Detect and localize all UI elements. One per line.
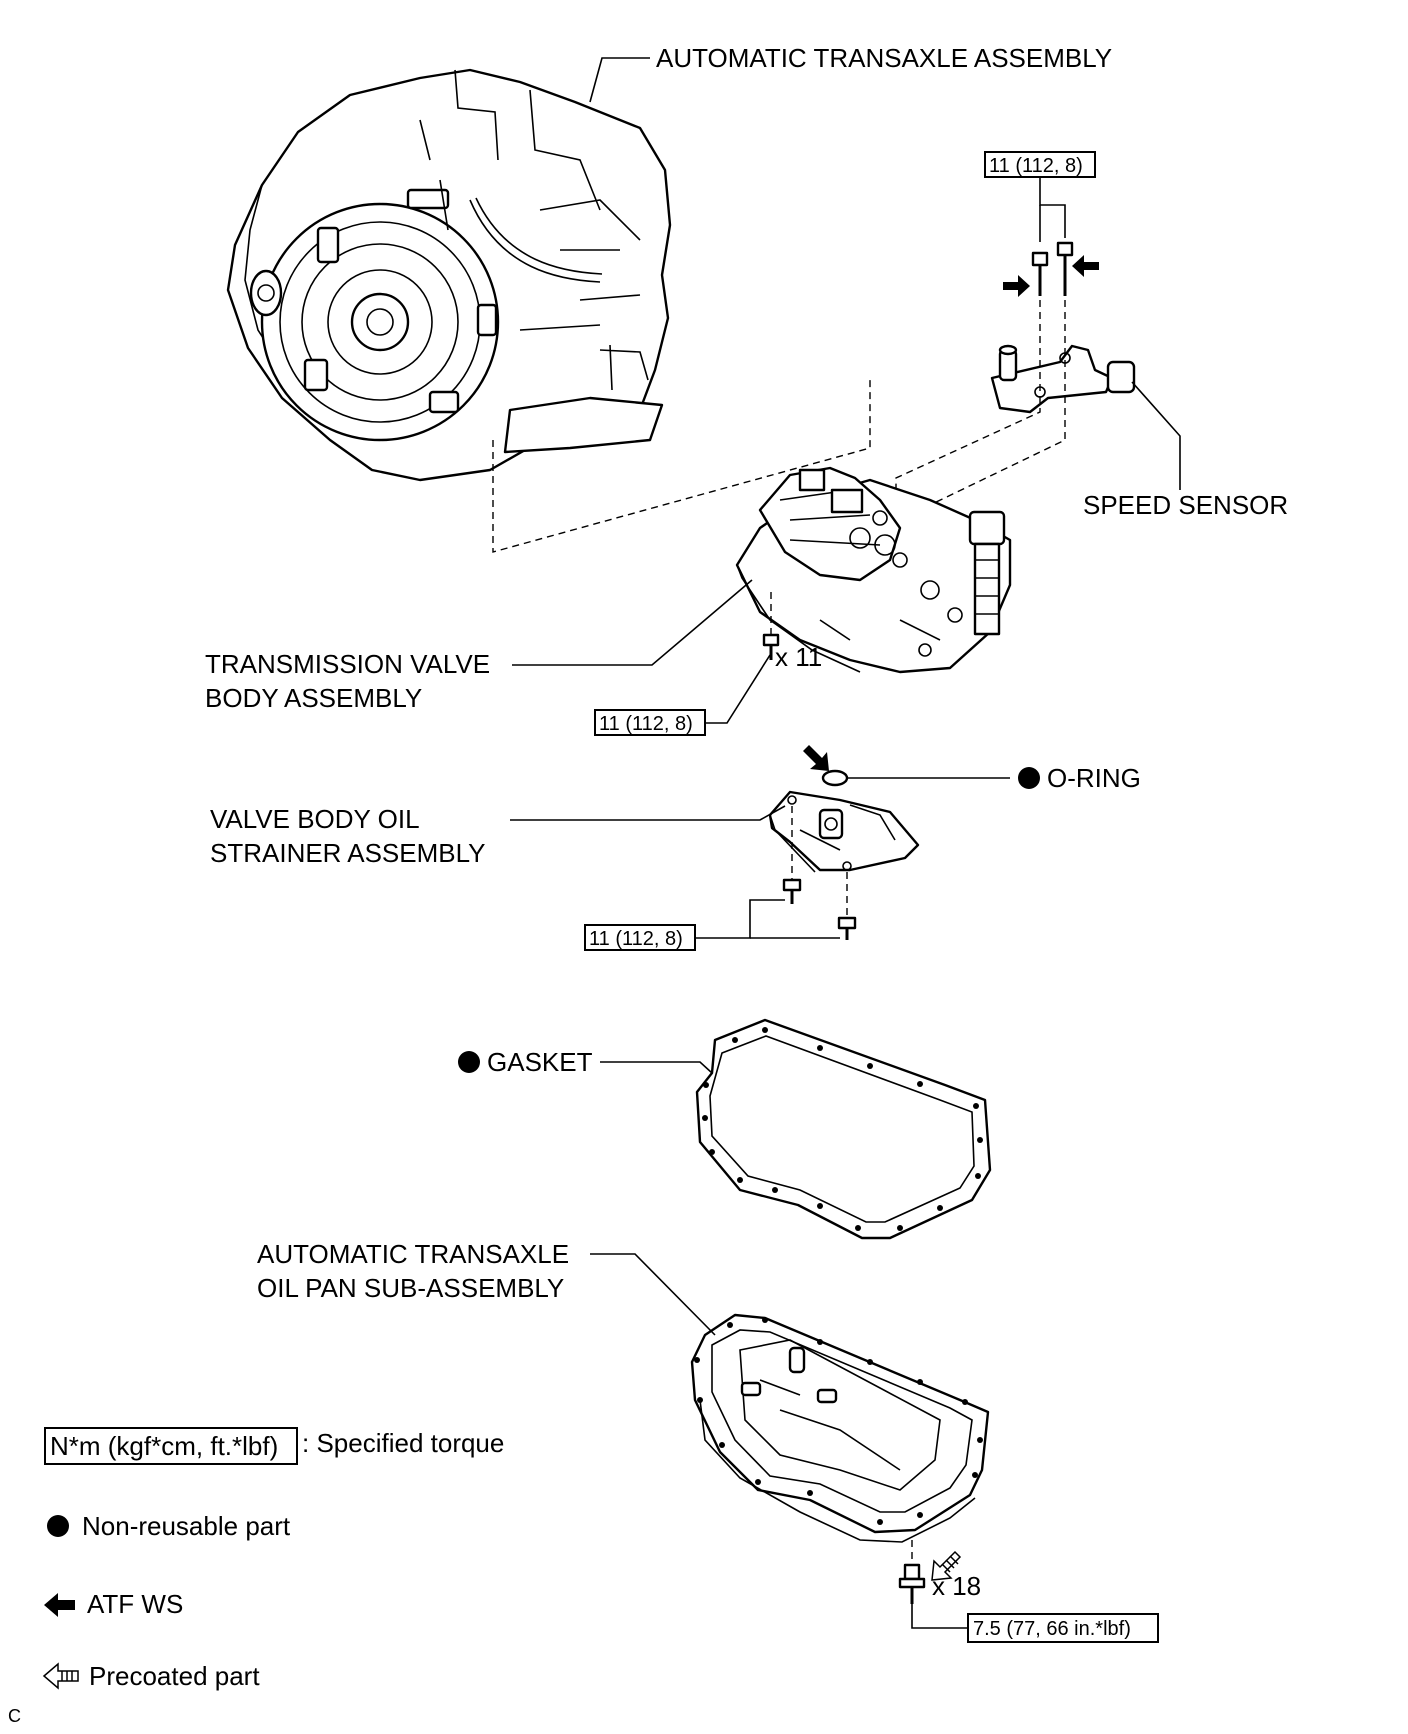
valve-body-torque-leader	[705, 654, 771, 724]
legend-torque-description: : Specified torque	[302, 1428, 504, 1458]
sensor-to-valvebody-guide-2	[929, 300, 1066, 520]
gasket-leader	[600, 1061, 713, 1074]
speed-sensor-bolt-left	[1031, 251, 1049, 296]
oil-pan-label-line1: AUTOMATIC TRANSAXLE	[257, 1239, 569, 1269]
gasket-drawing	[695, 1018, 992, 1240]
transaxle-label: AUTOMATIC TRANSAXLE ASSEMBLY	[656, 43, 1112, 73]
oil-pan-leader	[590, 1253, 716, 1336]
atf-arrow-icon	[44, 1593, 75, 1617]
valve-body-leader	[512, 579, 753, 666]
valve-body-label-line2: BODY ASSEMBLY	[205, 683, 422, 713]
legend-non-reusable: Non-reusable part	[82, 1511, 291, 1541]
transaxle-leader	[589, 57, 650, 103]
legend: N*m (kgf*cm, ft.*lbf) : Specified torque…	[42, 1427, 504, 1691]
oil-pan-label-line2: OIL PAN SUB-ASSEMBLY	[257, 1273, 564, 1303]
non-reusable-icon	[1018, 767, 1040, 789]
oil-strainer-drawing	[768, 790, 920, 873]
valve-body-drawing	[735, 466, 1012, 674]
strainer-leader	[510, 805, 786, 821]
oil-pan-bolt-count: x 18	[932, 1571, 981, 1601]
transaxle-assembly-drawing	[226, 68, 672, 482]
strainer-bolt-1	[782, 878, 802, 904]
atf-arrow-icon	[803, 745, 829, 771]
strainer-label-line1: VALVE BODY OIL	[210, 804, 420, 834]
non-reusable-icon	[47, 1515, 69, 1537]
strainer-bolt-2	[837, 916, 857, 940]
oil-pan-torque: 7.5 (77, 66 in.*lbf)	[973, 1618, 1131, 1640]
gasket-label: GASKET	[487, 1047, 593, 1077]
atf-arrow-icon	[1003, 275, 1030, 297]
valve-body-bolt-count: x 11	[775, 642, 822, 672]
valve-body-label-line1: TRANSMISSION VALVE	[205, 649, 490, 679]
speed-sensor-bolt-right	[1056, 241, 1074, 296]
strainer-torque: 11 (112, 8)	[589, 928, 683, 950]
strainer-torque-leader-1	[695, 899, 785, 939]
precoated-arrow-icon	[42, 1662, 79, 1690]
speed-sensor-torque-leader	[1039, 177, 1066, 238]
speed-sensor-torque: 11 (112, 8)	[989, 155, 1083, 177]
legend-torque-units: N*m (kgf*cm, ft.*lbf)	[50, 1431, 278, 1461]
oil-pan-torque-box	[967, 1613, 1159, 1643]
speed-sensor-drawing	[990, 344, 1136, 414]
o-ring-drawing	[821, 769, 849, 787]
speed-sensor-leader	[1131, 381, 1181, 490]
footer-code: C	[8, 1706, 21, 1726]
legend-torque-box	[44, 1427, 298, 1465]
o-ring-label: O-RING	[1047, 763, 1141, 793]
speed-sensor-label: SPEED SENSOR	[1083, 490, 1288, 520]
non-reusable-icon	[458, 1051, 480, 1073]
oil-pan-bolt-icon	[898, 1563, 926, 1604]
oil-pan-drawing	[690, 1313, 990, 1543]
strainer-label-line2: STRAINER ASSEMBLY	[210, 838, 486, 868]
precoated-arrow-icon	[931, 1550, 962, 1581]
oil-pan-torque-leader	[911, 1604, 968, 1629]
legend-atf: ATF WS	[87, 1589, 183, 1619]
strainer-torque-box	[584, 924, 696, 951]
valve-body-torque: 11 (112, 8)	[599, 713, 693, 735]
valve-body-torque-box	[594, 709, 706, 736]
speed-sensor-torque-box	[984, 151, 1096, 178]
legend-precoated: Precoated part	[89, 1661, 260, 1691]
atf-arrow-icon	[1072, 255, 1099, 277]
